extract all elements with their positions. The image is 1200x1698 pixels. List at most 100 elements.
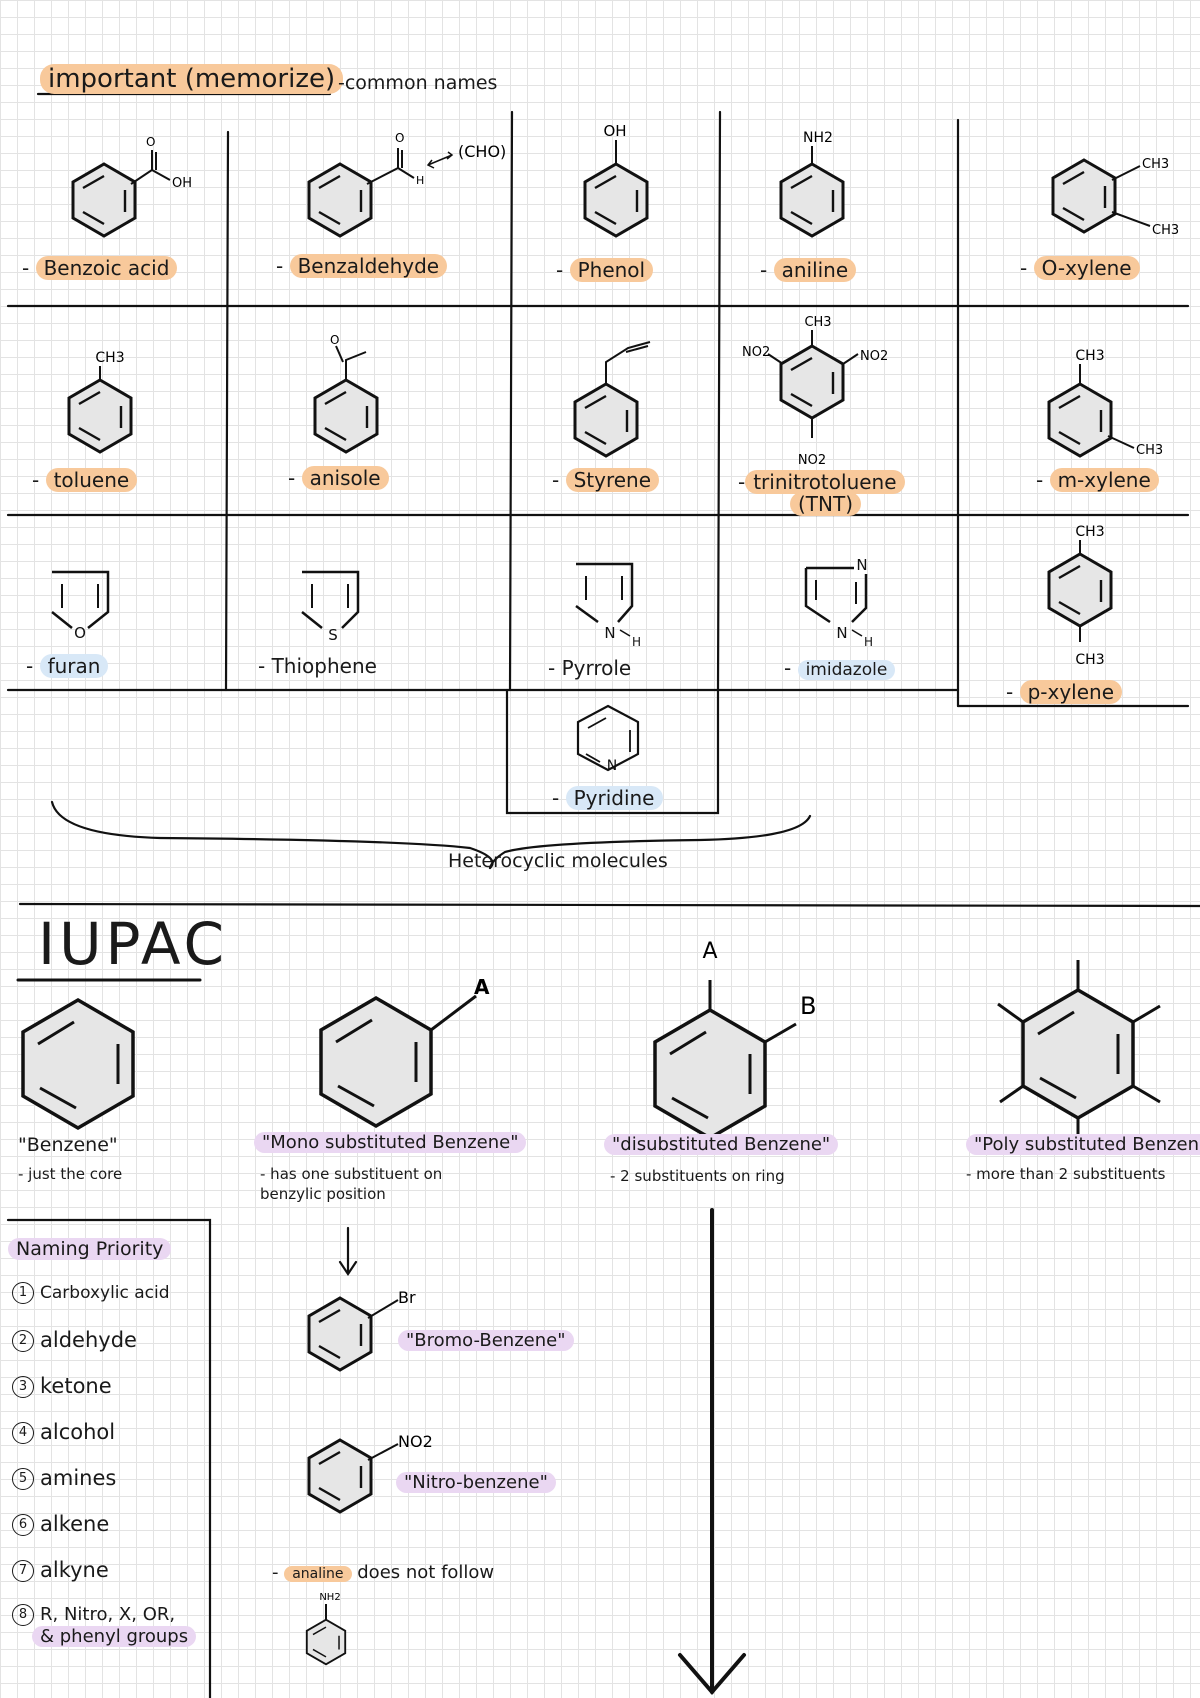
polysubstituted-structure	[997, 960, 1161, 1138]
name-pyrrole: - Pyrrole	[548, 656, 632, 680]
type-benzene: "Benzene"	[18, 1134, 118, 1156]
svg-text:NO2: NO2	[860, 349, 888, 364]
svg-text:A: A	[474, 975, 490, 999]
svg-text:CH3: CH3	[95, 350, 124, 366]
svg-text:OH: OH	[603, 122, 626, 140]
mono-substituted-structure: A	[319, 975, 490, 1128]
thiophene-structure: S	[301, 570, 360, 644]
priority-item-cont: & phenyl groups	[12, 1626, 197, 1647]
heterocyclic-label: Heterocyclic molecules	[448, 850, 668, 872]
type-benzene-desc: - just the core	[18, 1165, 123, 1183]
iupac-title: IUPAC	[38, 910, 228, 978]
svg-text:H: H	[416, 174, 424, 187]
svg-text:OH: OH	[172, 176, 192, 191]
svg-text:O: O	[395, 131, 404, 145]
phenol-structure: OH	[583, 122, 649, 238]
nitrobenzene-structure: NO2	[307, 1432, 433, 1514]
name-styrene: - Styrene	[552, 468, 660, 492]
example-nitrobenzene: "Nitro-benzene"	[396, 1472, 556, 1493]
svg-text:Br: Br	[398, 1288, 416, 1307]
name-toluene: - toluene	[32, 468, 138, 492]
anisole-structure: O	[313, 333, 379, 454]
svg-text:CH3: CH3	[804, 315, 831, 330]
svg-text:H: H	[864, 635, 873, 649]
disubstituted-structure: A B	[653, 939, 816, 1140]
name-tnt: (TNT)	[790, 492, 861, 516]
svg-text:N: N	[604, 624, 615, 642]
type-poly: "Poly substituted Benzene"	[966, 1134, 1200, 1155]
svg-text:S: S	[328, 626, 338, 644]
name-trinitrotoluene: -trinitrotoluene	[738, 470, 905, 494]
svg-text:CH3: CH3	[1075, 348, 1104, 364]
priority-title: Naming Priority	[8, 1238, 172, 1260]
benzaldehyde-structure: O H (CHO)	[307, 131, 506, 238]
name-o-xylene: - O-xylene	[1020, 256, 1140, 280]
analine-structure: NH2	[305, 1592, 347, 1666]
pyrrole-structure: N H	[575, 562, 641, 649]
svg-text:O: O	[330, 333, 339, 347]
svg-text:(CHO): (CHO)	[458, 142, 506, 161]
imidazole-structure: N N H	[804, 556, 873, 649]
svg-text:H: H	[632, 635, 641, 649]
benzene-core-structure	[21, 998, 135, 1130]
type-disub-desc: - 2 substituents on ring	[610, 1167, 785, 1185]
svg-text:CH3: CH3	[1075, 652, 1104, 668]
svg-text:NH2: NH2	[319, 1592, 340, 1603]
pyridine-structure: N	[576, 704, 640, 774]
name-pyridine: - Pyridine	[552, 786, 663, 810]
svg-text:NH2: NH2	[803, 130, 833, 146]
aniline-structure: NH2	[779, 130, 845, 238]
benzoic-acid-structure: O OH	[71, 135, 192, 238]
o-xylene-structure: CH3 CH3	[1051, 157, 1179, 238]
analine-note: - analine does not follow	[272, 1562, 495, 1583]
p-xylene-structure: CH3 CH3	[1047, 524, 1113, 668]
label-o: O	[146, 135, 155, 149]
name-aniline: - aniline	[760, 258, 857, 282]
svg-text:NO2: NO2	[742, 345, 770, 360]
name-phenol: - Phenol	[556, 258, 654, 282]
name-p-xylene: - p-xylene	[1006, 680, 1123, 704]
name-anisole: - anisole	[288, 466, 389, 490]
svg-text:O: O	[74, 624, 86, 642]
page-subtitle: -common names	[338, 72, 498, 94]
name-furan: - furan	[26, 654, 109, 678]
toluene-structure: CH3	[67, 350, 133, 454]
svg-text:CH3: CH3	[1142, 157, 1169, 172]
name-thiophene: - Thiophene	[258, 654, 377, 678]
svg-text:NO2: NO2	[798, 453, 826, 468]
name-imidazole: - imidazole	[784, 656, 896, 680]
svg-text:N: N	[856, 556, 867, 574]
name-m-xylene: - m-xylene	[1036, 468, 1159, 492]
tnt-structure: CH3 NO2 NO2 NO2	[742, 315, 888, 468]
furan-structure: O	[51, 570, 110, 642]
type-disub: "disubstituted Benzene"	[604, 1134, 839, 1155]
svg-text:CH3: CH3	[1075, 524, 1104, 540]
svg-text:NO2: NO2	[398, 1432, 433, 1451]
svg-text:CH3: CH3	[1136, 443, 1163, 458]
styrene-structure	[573, 341, 651, 458]
example-bromobenzene: "Bromo-Benzene"	[398, 1330, 574, 1351]
type-mono-desc: - has one substituent on benzylic positi…	[260, 1165, 443, 1203]
type-poly-desc: - more than 2 substituents	[966, 1165, 1166, 1183]
name-benzoic-acid: - Benzoic acid	[22, 256, 178, 280]
svg-text:N: N	[607, 758, 617, 774]
page-title: important (memorize)	[40, 64, 344, 94]
bromobenzene-structure: Br	[307, 1288, 416, 1372]
svg-text:CH3: CH3	[1152, 223, 1179, 238]
svg-text:N: N	[836, 624, 847, 642]
name-benzaldehyde: - Benzaldehyde	[276, 254, 448, 278]
m-xylene-structure: CH3 CH3	[1047, 348, 1163, 458]
svg-text:B: B	[800, 992, 816, 1020]
type-mono: "Mono substituted Benzene"	[254, 1132, 527, 1153]
svg-text:A: A	[702, 939, 717, 964]
